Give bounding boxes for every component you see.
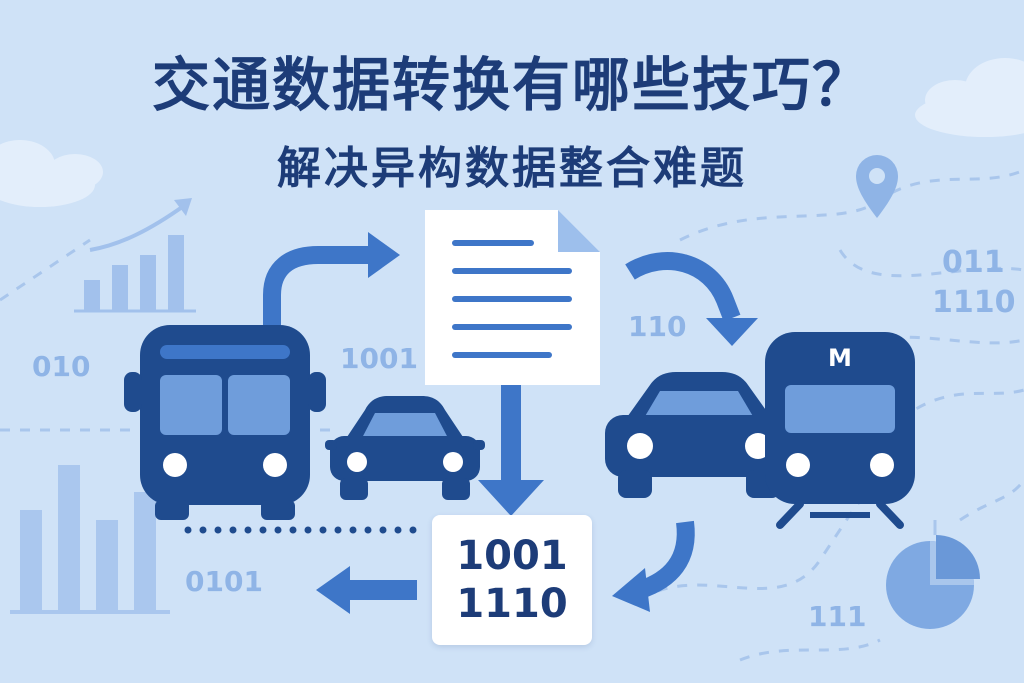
arrow-curve-down-left-icon [612, 520, 695, 612]
arrow-left-icon [316, 566, 417, 614]
car-icon-small [325, 396, 485, 500]
dotted-line [184, 526, 417, 534]
binary-code-010: 010 [32, 350, 91, 383]
binary-code-1110: 1110 [932, 285, 1016, 320]
cloud-icon-right [915, 58, 1024, 137]
binary-code-111: 111 [808, 600, 867, 633]
trend-bar-chart-icon [74, 198, 196, 313]
bar-chart-icon [10, 465, 170, 614]
binary-code-011: 011 [942, 245, 1005, 280]
pie-chart-icon [886, 520, 980, 629]
page-subtitle: 解决异构数据整合难题 [277, 143, 747, 194]
map-pin-icon [856, 155, 898, 218]
metro-train-icon [765, 332, 915, 529]
cloud-icon-left [0, 140, 103, 207]
document-icon [425, 210, 600, 385]
page-title: 交通数据转换有哪些技巧？ [151, 51, 872, 119]
arrow-down-icon [478, 385, 544, 516]
arrow-curve-down-right-icon [625, 252, 758, 346]
binary-code-110: 110 [628, 310, 687, 343]
car-icon-large [605, 372, 793, 498]
binary-data-box: 1001 1110 [432, 515, 592, 645]
bus-icon [124, 325, 326, 520]
binary-code-0101: 0101 [185, 565, 263, 598]
binary-code-1001: 1001 [340, 342, 418, 375]
binary-line-2: 1110 [456, 581, 568, 627]
metro-badge-letter: M [828, 344, 852, 372]
arrow-up-right-icon [263, 232, 400, 325]
binary-line-1: 1001 [456, 533, 568, 579]
